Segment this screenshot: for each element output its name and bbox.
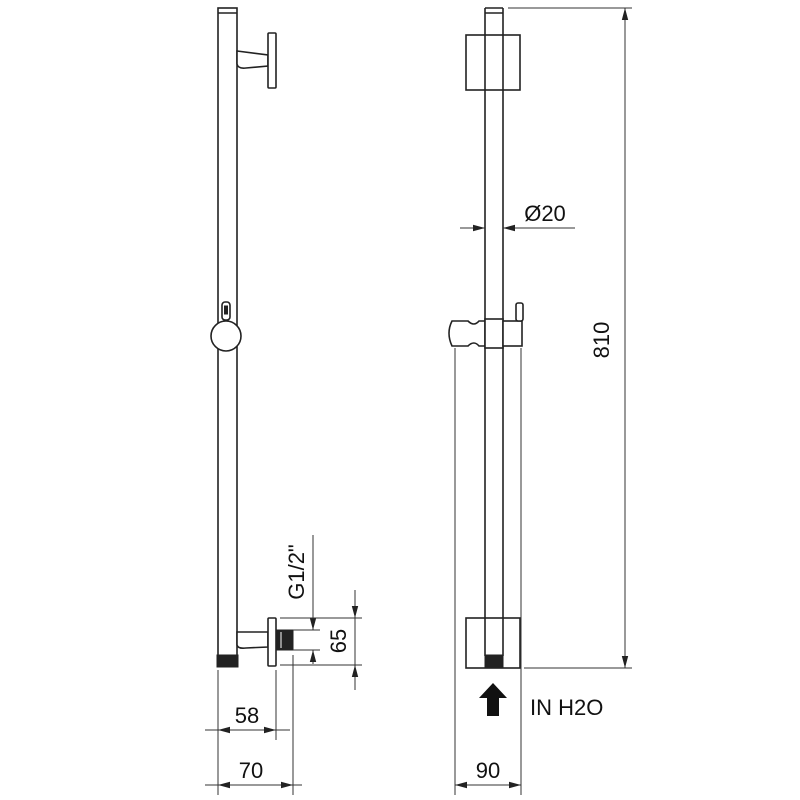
side-water-outlet	[275, 629, 294, 651]
dim-label-65: 65	[326, 629, 351, 653]
front-top-bracket	[465, 34, 521, 91]
front-view: IN H2O Ø20 810 90	[448, 7, 632, 795]
side-view: 58 70 G1/2" 65	[205, 7, 362, 795]
front-bottom-nut	[484, 654, 504, 669]
dim-label-90: 90	[476, 758, 500, 783]
dim-label-810: 810	[589, 322, 614, 359]
front-slider-clamp	[502, 320, 523, 347]
front-slider-body	[484, 318, 504, 349]
side-bottom-wall-plate	[267, 617, 277, 667]
dim-label-70: 70	[239, 758, 263, 783]
side-slider-knob	[210, 320, 242, 352]
front-slider-pin	[515, 302, 524, 322]
inlet-label: IN H2O	[530, 695, 603, 720]
dim-label-thread: G1/2"	[284, 544, 309, 600]
side-bottom-nut	[216, 654, 239, 668]
inlet-arrow-icon	[479, 683, 507, 716]
side-top-bracket-arm	[236, 50, 269, 69]
dim-label-58: 58	[235, 703, 259, 728]
side-slider-pin-mark	[224, 305, 228, 315]
front-slider-grip	[448, 320, 486, 347]
side-top-wall-plate	[267, 32, 277, 89]
side-bottom-bracket-arm	[236, 631, 269, 649]
dim-label-diameter: Ø20	[524, 201, 566, 226]
